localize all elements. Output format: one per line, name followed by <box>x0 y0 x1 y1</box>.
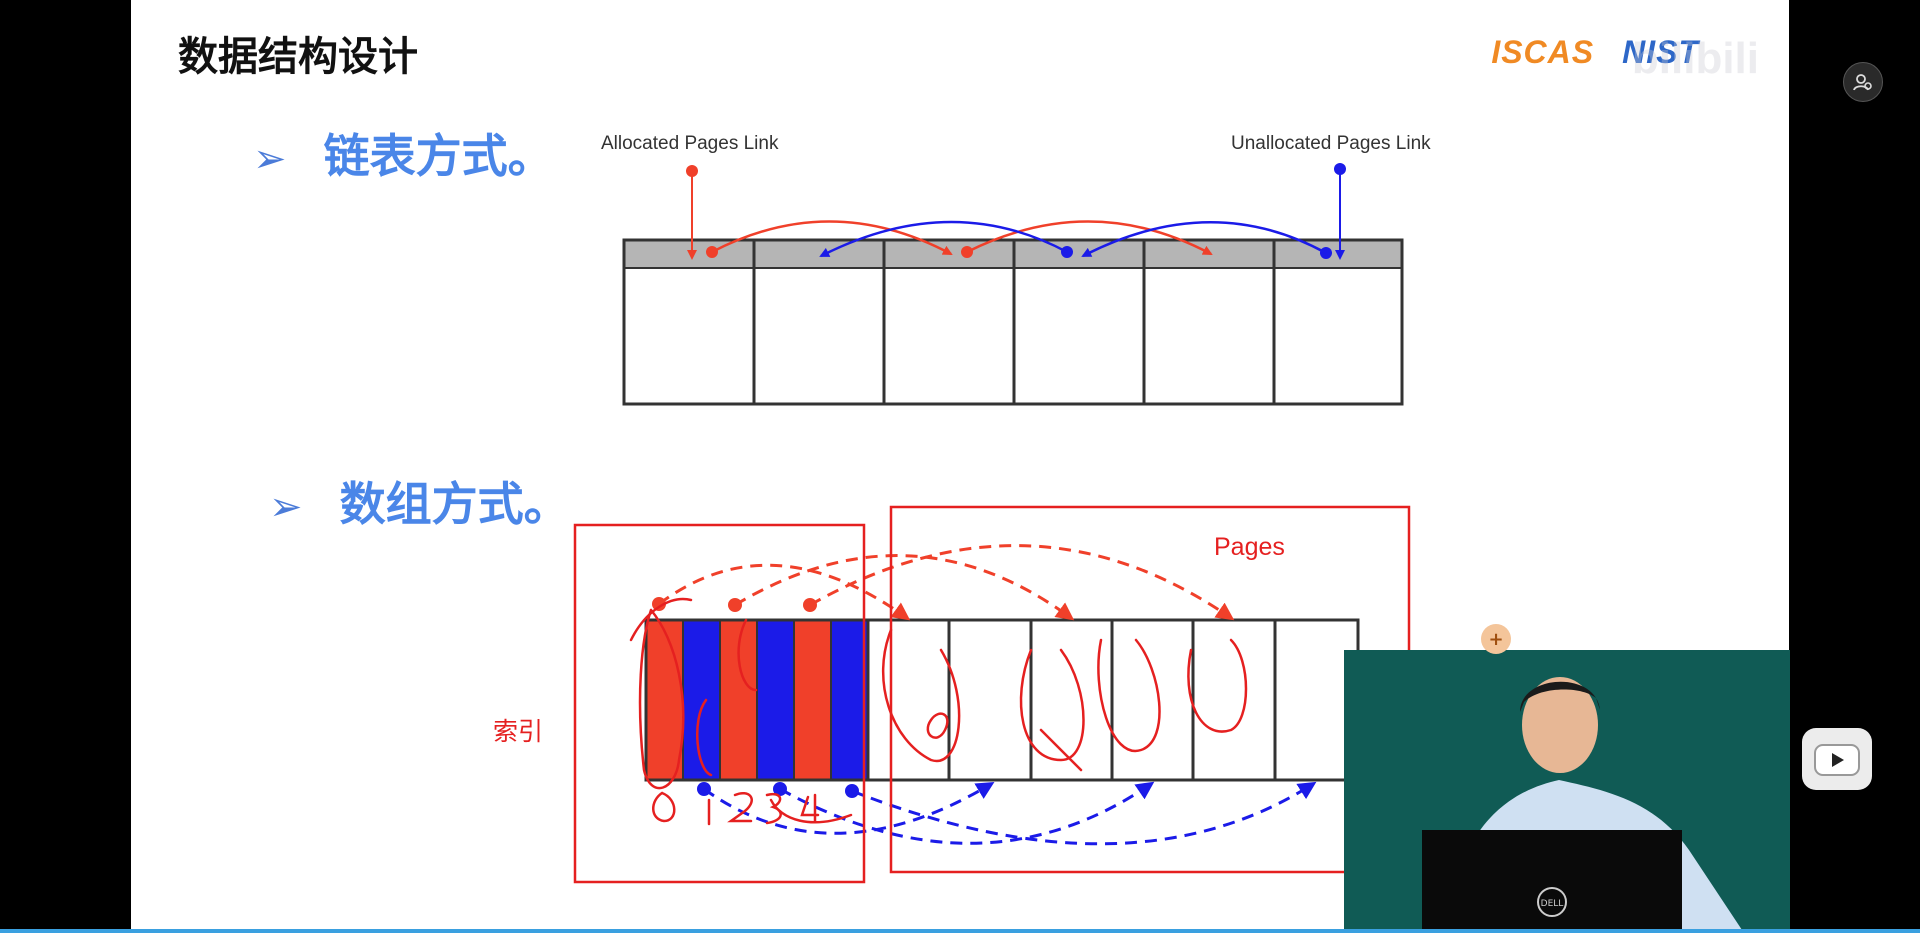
allocated-dashed-arrow <box>658 563 911 621</box>
bilibili-tv-icon[interactable] <box>1802 728 1872 790</box>
progress-bar[interactable] <box>0 929 1920 933</box>
pages-label: Pages <box>1214 533 1285 561</box>
index-label: 索引 <box>493 717 544 746</box>
bullet-arrow-icon: ➢ <box>269 484 303 530</box>
unallocated-link-arrow <box>819 220 1068 258</box>
index-slot-allocated <box>794 620 831 780</box>
unallocated-pages-link-label: Unallocated Pages Link <box>1231 133 1431 154</box>
tv-play-glyph <box>1814 744 1860 776</box>
slide: 数据结构设计 ISCAS NIST bilibili ➢ 链表方式。 ➢ 数组方式… <box>131 0 1789 933</box>
free-dashed-arrow <box>703 781 995 835</box>
logo-nist: NIST <box>1622 34 1699 70</box>
free-dashed-arrow <box>851 781 1317 846</box>
allocated-link-arrow <box>966 220 1213 256</box>
presenter-face <box>1522 677 1598 773</box>
plus-icon[interactable]: + <box>1481 624 1511 654</box>
monitor <box>1422 830 1682 933</box>
webcam-video: DELL <box>1344 650 1790 933</box>
svg-text:DELL: DELL <box>1541 899 1564 909</box>
allocated-pages-link-label: Allocated Pages Link <box>601 133 779 154</box>
bullet-1: ➢ 链表方式。 <box>253 120 554 186</box>
allocated-dashed-arrow <box>809 544 1235 621</box>
logo: ISCAS NIST <box>1491 34 1699 71</box>
unallocated-link-arrow <box>1081 221 1327 258</box>
index-annotation-box <box>573 523 866 884</box>
index-slot-free <box>757 620 794 780</box>
allocated-link-arrow <box>711 220 953 256</box>
index-slot-allocated <box>646 620 683 780</box>
handwritten-annotations <box>629 597 1248 826</box>
user-settings-glyph <box>1853 74 1872 91</box>
logo-iscas: ISCAS <box>1491 34 1595 70</box>
array-diagram <box>573 505 1411 884</box>
presenter-video-frame: DELL <box>1344 650 1790 933</box>
index-slot-free <box>683 620 720 780</box>
allocated-dashed-arrow <box>734 554 1075 621</box>
bullet-array: 数组方式。 <box>339 477 570 531</box>
bullet-linked-list: 链表方式。 <box>323 129 554 183</box>
index-slot-free <box>831 620 868 780</box>
free-dashed-arrow <box>779 781 1155 845</box>
bullet-2: ➢ 数组方式。 <box>269 468 570 534</box>
slide-title: 数据结构设计 <box>178 34 418 80</box>
bullet-arrow-icon: ➢ <box>253 136 287 182</box>
bilibili-watermark: bilibili <box>1631 34 1759 83</box>
pages-annotation-box <box>889 505 1411 874</box>
linked-list-diagram <box>622 163 1404 406</box>
user-settings-icon[interactable] <box>1843 62 1883 102</box>
